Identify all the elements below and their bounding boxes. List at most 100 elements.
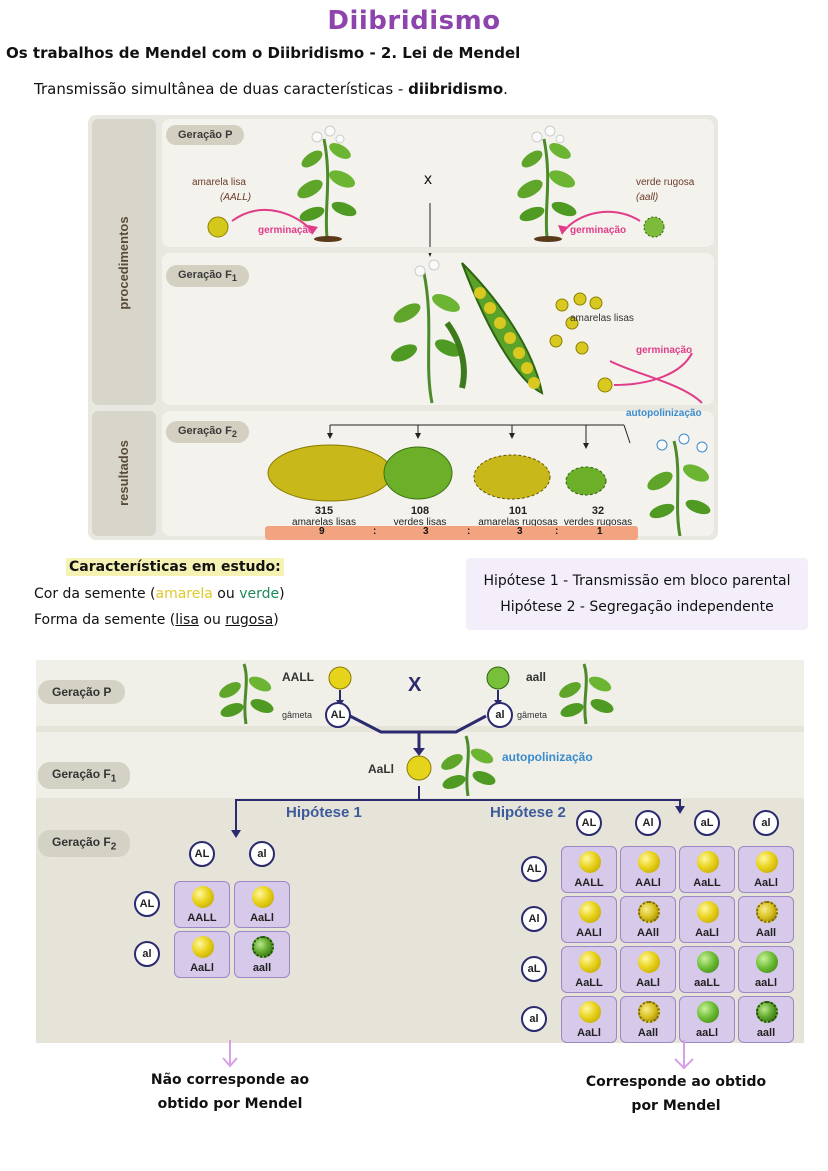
green-wrinkled-seed-icon xyxy=(643,216,665,238)
yellow-smooth-seed-icon xyxy=(555,298,569,312)
seed-icon xyxy=(579,901,601,923)
generation-f1-illustration xyxy=(390,253,703,404)
hyp2-cell: AaLl xyxy=(561,996,617,1043)
hyp1-row-gamete: al xyxy=(134,941,160,967)
hyp2-cell: AALl xyxy=(561,896,617,943)
f2-count-number: 101 xyxy=(508,505,528,517)
seed-color-yellow: amarela xyxy=(155,586,213,602)
genotype-label: AaLL xyxy=(693,877,721,889)
genotype-label: AALL xyxy=(574,877,604,889)
hyp2-col-gamete: al xyxy=(753,810,779,836)
genotype-label: AAll xyxy=(637,927,659,939)
seed-icon xyxy=(697,951,719,973)
yellow-smooth-seed-icon xyxy=(573,292,587,306)
characteristics-heading: Características em estudo: xyxy=(66,558,284,576)
seed-icon xyxy=(638,951,660,973)
yellow-smooth-seed-icon xyxy=(597,377,613,393)
pea-pod-icon xyxy=(461,262,544,395)
genotype-label: Aall xyxy=(755,927,777,939)
yellow-smooth-seed-icon xyxy=(207,216,229,238)
hypothesis-2: Hipótese 2 - Segregação independente xyxy=(500,599,774,615)
f1-genotype: AaLl xyxy=(368,762,395,776)
phenotypic-ratio-bar: 9 : 3 : 3 : 1 xyxy=(265,526,638,540)
yellow-smooth-seed-icon xyxy=(589,296,603,310)
bottom-generation-f1-sub: 1 xyxy=(110,773,117,785)
genotype-label: Aall xyxy=(637,1027,659,1039)
generation-f2-sub: 2 xyxy=(231,429,237,440)
f2-count-number: 315 xyxy=(314,505,334,517)
self-pollination-label: autopolinização xyxy=(626,408,702,419)
generation-p-section xyxy=(162,119,714,247)
hyp2-cell: aaLL xyxy=(679,946,735,993)
seed-shape-suffix: ) xyxy=(273,612,279,628)
ratio-separator: : xyxy=(373,526,377,537)
f2-count-label: amarelas rugosas xyxy=(478,517,558,528)
seed-icon xyxy=(697,901,719,923)
gamete-right: al xyxy=(487,702,513,728)
seed-color-line: Cor da semente (amarela ou verde) xyxy=(34,586,285,602)
bottom-generation-f2-text: Geração F xyxy=(52,835,111,849)
seed-icon xyxy=(638,1001,660,1023)
hypothesis-1: Hipótese 1 - Transmissão em bloco parent… xyxy=(483,573,791,589)
seed-icon xyxy=(579,1001,601,1023)
generation-f2-illustration xyxy=(267,424,711,536)
hyp1-cell: AaLl xyxy=(174,931,230,978)
seed-icon xyxy=(638,851,660,873)
hyp1-cell: aall xyxy=(234,931,290,978)
seed-icon xyxy=(638,901,660,923)
genotype-label: AaLl xyxy=(250,912,274,924)
genotype-label: aaLl xyxy=(695,1027,718,1039)
hyp2-col-gamete: aL xyxy=(694,810,720,836)
f1-seeds-label: amarelas lisas xyxy=(570,313,634,324)
generation-f1-text: Geração F xyxy=(178,269,232,281)
ratio-separator: : xyxy=(467,526,471,537)
generation-f2-text: Geração F xyxy=(178,425,232,437)
results-label: resultados xyxy=(116,440,131,506)
genotype-label: aaLL xyxy=(694,977,720,989)
germination-left-label: germinação xyxy=(258,225,315,236)
pea-plant-icon xyxy=(517,125,577,242)
yellow-smooth-seed-icon xyxy=(565,316,579,330)
hyp2-cell: Aall xyxy=(738,896,794,943)
hyp1-col-gamete: al xyxy=(249,841,275,867)
f1-seed-icon xyxy=(406,755,432,781)
germination-right-label: germinação xyxy=(570,225,627,236)
hyp2-cell: AaLL xyxy=(561,946,617,993)
bottom-generation-f1-label: Geração F1 xyxy=(38,762,131,790)
hyp2-cell: aaLl xyxy=(738,946,794,993)
hyp2-cell: AaLL xyxy=(679,846,735,893)
seed-color-green: verde xyxy=(239,586,280,602)
parent-right-genotype: aall xyxy=(526,670,547,684)
seed-icon xyxy=(192,936,214,958)
green-smooth-seed-icon xyxy=(486,666,510,690)
generation-f1-section xyxy=(162,253,714,405)
genotype-label: AALl xyxy=(635,877,661,889)
intro-text-bold: diibridismo xyxy=(408,80,504,98)
gen-p-band xyxy=(36,660,804,726)
pea-plant-icon xyxy=(441,735,496,797)
hyp2-cell: AaLl xyxy=(738,846,794,893)
conclusion-right: Corresponde ao obtido por Mendel xyxy=(566,1070,786,1118)
bottom-generation-f1-text: Geração F xyxy=(52,767,111,781)
hyp2-row-gamete: AL xyxy=(521,856,547,882)
hyp2-cell: AALL xyxy=(561,846,617,893)
yellow-smooth-seed-icon xyxy=(549,334,563,348)
hyp2-cell: aaLl xyxy=(679,996,735,1043)
seed-icon xyxy=(252,936,274,958)
procedures-label: procedimentos xyxy=(116,216,131,310)
seed-icon xyxy=(756,951,778,973)
hyp1-col-gamete: AL xyxy=(189,841,215,867)
bottom-diagram-lines xyxy=(219,663,685,838)
generation-p-illustration xyxy=(207,125,665,247)
self-pollination-label: autopolinização xyxy=(502,750,593,764)
hyp2-cell: aall xyxy=(738,996,794,1043)
intro-text-end: . xyxy=(503,80,508,98)
parent-right-genotype: (aall) xyxy=(636,192,659,203)
cross-symbol: x xyxy=(424,171,432,188)
seed-shape-smooth: lisa xyxy=(175,612,199,628)
conclusion-left: Não corresponde ao obtido por Mendel xyxy=(120,1068,340,1116)
generation-f2-label: Geração F2 xyxy=(166,421,249,444)
generation-f1-sub: 1 xyxy=(231,273,237,284)
